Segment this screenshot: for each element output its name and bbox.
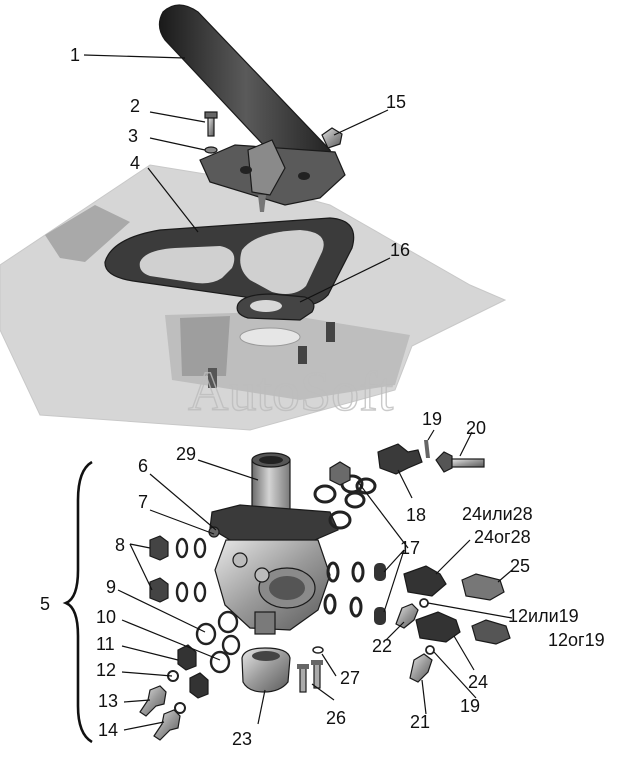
- o-rings-left: [175, 537, 241, 674]
- callout-22: 22: [372, 636, 392, 656]
- washer-3: [204, 146, 218, 154]
- callout-18: 18: [406, 505, 426, 525]
- gasket-small: [236, 293, 315, 321]
- watermark-text: AutoSoft: [188, 361, 394, 423]
- fitting-24-28: [403, 565, 447, 597]
- callout-7: 7: [138, 492, 148, 512]
- fitting-22: [395, 603, 419, 629]
- callout-3: 3: [128, 126, 138, 146]
- bolt-2: [204, 111, 218, 137]
- callout-24or28-line2: 24ог28: [474, 527, 531, 547]
- callout-17: 17: [400, 538, 420, 558]
- callout-5: 5: [40, 594, 50, 614]
- fitting-25: [461, 573, 505, 601]
- seal-17a: [374, 563, 386, 581]
- callout-12: 12: [96, 660, 116, 680]
- callout-8: 8: [115, 535, 125, 555]
- callout-21: 21: [410, 712, 430, 732]
- callout-19-top: 19: [422, 409, 442, 429]
- plug-top: [329, 461, 351, 486]
- seal-17b: [374, 607, 386, 625]
- callout-1: 1: [70, 45, 80, 65]
- fitting-12-19: [471, 619, 511, 645]
- callout-16: 16: [390, 240, 410, 260]
- bolts-26-27: [297, 646, 324, 693]
- callout-10: 10: [96, 607, 116, 627]
- valve-body: [209, 452, 339, 635]
- callout-6: 6: [138, 456, 148, 476]
- callout-20: 20: [466, 418, 486, 438]
- fittings-left: [139, 644, 209, 741]
- callout-26: 26: [326, 708, 346, 728]
- callout-27: 27: [340, 668, 360, 688]
- washer-19-bottom: [425, 645, 435, 655]
- pin-19-top: [424, 440, 430, 458]
- o-rings-right: [313, 474, 377, 618]
- gasket-large: [104, 217, 355, 307]
- cap-23: [241, 647, 291, 693]
- callout-11: 11: [96, 634, 115, 654]
- callout-labels: 1 2 3 4 15 16 19 20 6 29 7 18 24или28 24…: [40, 45, 605, 749]
- callout-24or28-line1: 24или28: [462, 504, 533, 524]
- callout-15: 15: [386, 92, 406, 112]
- callout-13: 13: [98, 691, 118, 711]
- leader-lines: [83, 54, 513, 731]
- callout-23: 23: [232, 729, 252, 749]
- group-bracket-5: [62, 460, 93, 744]
- callout-12or19-line1: 12или19: [508, 606, 579, 626]
- callout-29: 29: [176, 444, 196, 464]
- callout-12or19-line2: 12ог19: [548, 630, 605, 650]
- fitting-21: [409, 653, 433, 683]
- callout-19-bottom: 19: [460, 696, 480, 716]
- fitting-24: [415, 611, 461, 643]
- washer-12-19: [419, 598, 429, 608]
- callout-24: 24: [468, 672, 488, 692]
- callout-4: 4: [130, 153, 140, 173]
- elbow-18: [377, 443, 423, 475]
- plugs-8: [149, 535, 169, 603]
- callout-9: 9: [106, 577, 116, 597]
- callout-2: 2: [130, 96, 140, 116]
- lever-handle: [158, 4, 346, 212]
- callout-14: 14: [98, 720, 118, 740]
- callout-25: 25: [510, 556, 530, 576]
- screw-20: [435, 451, 485, 473]
